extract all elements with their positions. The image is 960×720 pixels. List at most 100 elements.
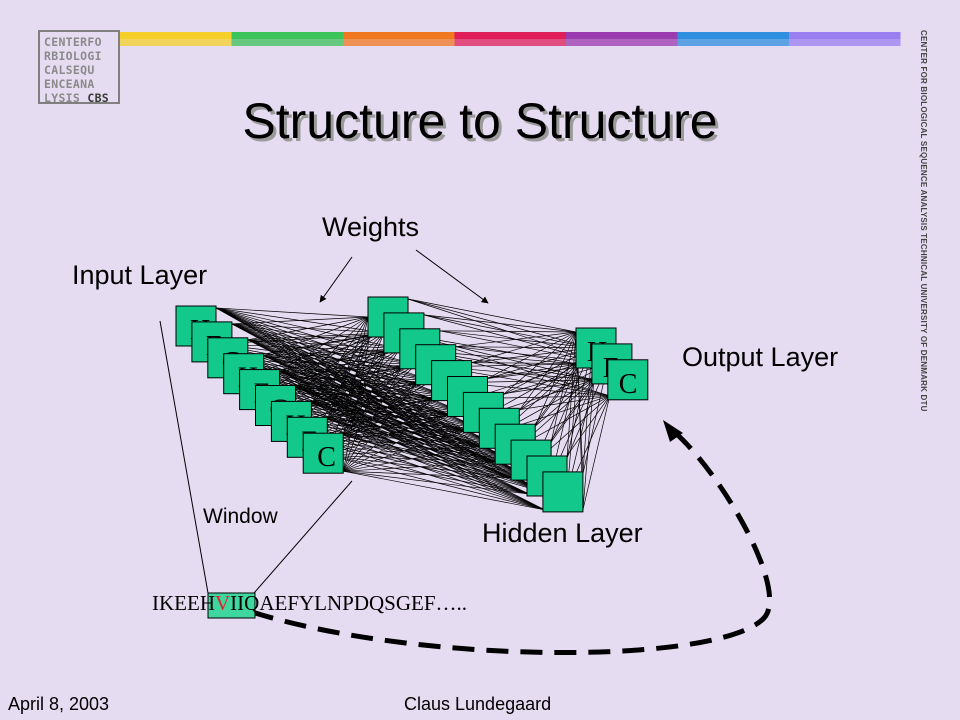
weight-line (342, 350, 387, 472)
sequence-i: I (230, 591, 238, 615)
weight-line (582, 395, 611, 510)
window-highlight (207, 592, 256, 619)
logo-row: CENTERFO (44, 35, 102, 49)
logo-row: CALSEQU (44, 63, 95, 77)
stripe-segment (454, 32, 566, 39)
weight-line (231, 316, 369, 325)
weight-line (279, 316, 369, 372)
input-node-letter: C (317, 442, 336, 473)
input-node (302, 432, 344, 474)
slide-title: Structure to Structure (242, 93, 718, 149)
weights-arrow-left (319, 256, 353, 303)
stripe-segment (789, 39, 901, 46)
weight-line (439, 330, 577, 333)
weight-line (343, 430, 466, 472)
weight-line (343, 470, 545, 511)
output-layer-label: Output Layer (682, 342, 839, 372)
weight-line (534, 331, 577, 427)
weight-line (326, 316, 369, 420)
weight-line (519, 331, 577, 411)
weight-line (343, 445, 482, 472)
weight-line (342, 398, 434, 472)
input-layer-nodes: HECHECHEC (175, 305, 344, 474)
stripe-segment (231, 32, 343, 39)
stripe-segment (454, 39, 566, 46)
hidden-layer-nodes (367, 296, 584, 513)
weight-line (471, 331, 577, 363)
output-node (607, 359, 649, 401)
weight-line (343, 470, 530, 495)
weight-line (342, 332, 385, 436)
window-line-right (253, 480, 353, 594)
weight-line (342, 364, 416, 436)
logo-cbs: CBS (87, 91, 110, 105)
weight-line (342, 334, 371, 472)
weight-line (247, 316, 369, 341)
logo-row: LYSIS CBS (44, 91, 118, 105)
weight-line (247, 334, 371, 377)
window-line-left (159, 320, 209, 594)
annotation-lines (159, 249, 772, 655)
weight-line (566, 331, 577, 459)
output-layer-nodes: HEC (575, 327, 649, 401)
weight-line (342, 366, 403, 472)
logo-row: ENCEANA (44, 77, 95, 91)
weight-line (343, 434, 496, 445)
feedback-arrowhead (663, 420, 683, 442)
hidden-layer-label: Hidden Layer (482, 518, 643, 548)
sequence-suffix: IQAEFYLNPDQSGEF….. (237, 591, 468, 615)
cbs-logo: CENTERFO RBIOLOGI CALSEQU ENCEANA LYSIS … (38, 30, 120, 105)
weight-line (342, 316, 369, 436)
logo-row: RBIOLOGI (44, 49, 102, 63)
stripe-segment (789, 32, 901, 39)
stripe-segment (677, 39, 789, 46)
weight-line (550, 331, 577, 443)
weight-line (343, 396, 448, 436)
weight-line (215, 307, 369, 318)
weights-arrow-right (415, 249, 489, 304)
weight-line (503, 331, 577, 395)
weight-line (311, 316, 369, 404)
weight-line (295, 316, 369, 388)
stripe-segment (343, 39, 455, 46)
weight-line (263, 316, 369, 357)
weight-line (407, 298, 577, 333)
weight-line (343, 434, 512, 461)
weight-line (423, 314, 577, 333)
weight-line (342, 382, 418, 472)
side-institution-text: CENTER FOR BIOLOGICAL SEQUENCE ANALYSIS … (919, 30, 928, 412)
weight-line (343, 427, 480, 436)
sequence-text: IKEEHVIIQAEFYLNPDQSGEF….. (152, 591, 467, 616)
window-label: Window (203, 505, 278, 528)
weight-line (487, 331, 577, 379)
weight-line (582, 347, 593, 474)
footer-author: Claus Lundegaard (404, 694, 552, 714)
sequence-prefix: IKEE (152, 591, 200, 615)
weight-line (582, 379, 595, 510)
weight-line (343, 434, 543, 493)
stripe-segment (566, 39, 678, 46)
stripe-segment (343, 32, 455, 39)
footer-date: April 8, 2003 (8, 694, 110, 714)
weight-line (343, 380, 432, 436)
stripe-segment (120, 32, 232, 39)
sequence-v: V (215, 591, 231, 615)
stripe-segment (120, 39, 232, 46)
window-box (207, 592, 256, 619)
weight-line (343, 470, 514, 479)
sequence-h: H (199, 591, 215, 615)
input-layer-label: Input Layer (72, 260, 208, 290)
logo-row-text: LYSIS (44, 91, 81, 105)
hidden-node (542, 471, 584, 513)
weights-label: Weights (322, 212, 420, 242)
weight-line (455, 331, 577, 348)
stripe-segment (566, 32, 678, 39)
weight-line (343, 412, 464, 436)
stripe-segment (677, 32, 789, 39)
weight-line (342, 348, 401, 436)
stripe-segment (231, 39, 343, 46)
output-node-letter: C (619, 369, 638, 400)
color-stripes (120, 32, 901, 46)
